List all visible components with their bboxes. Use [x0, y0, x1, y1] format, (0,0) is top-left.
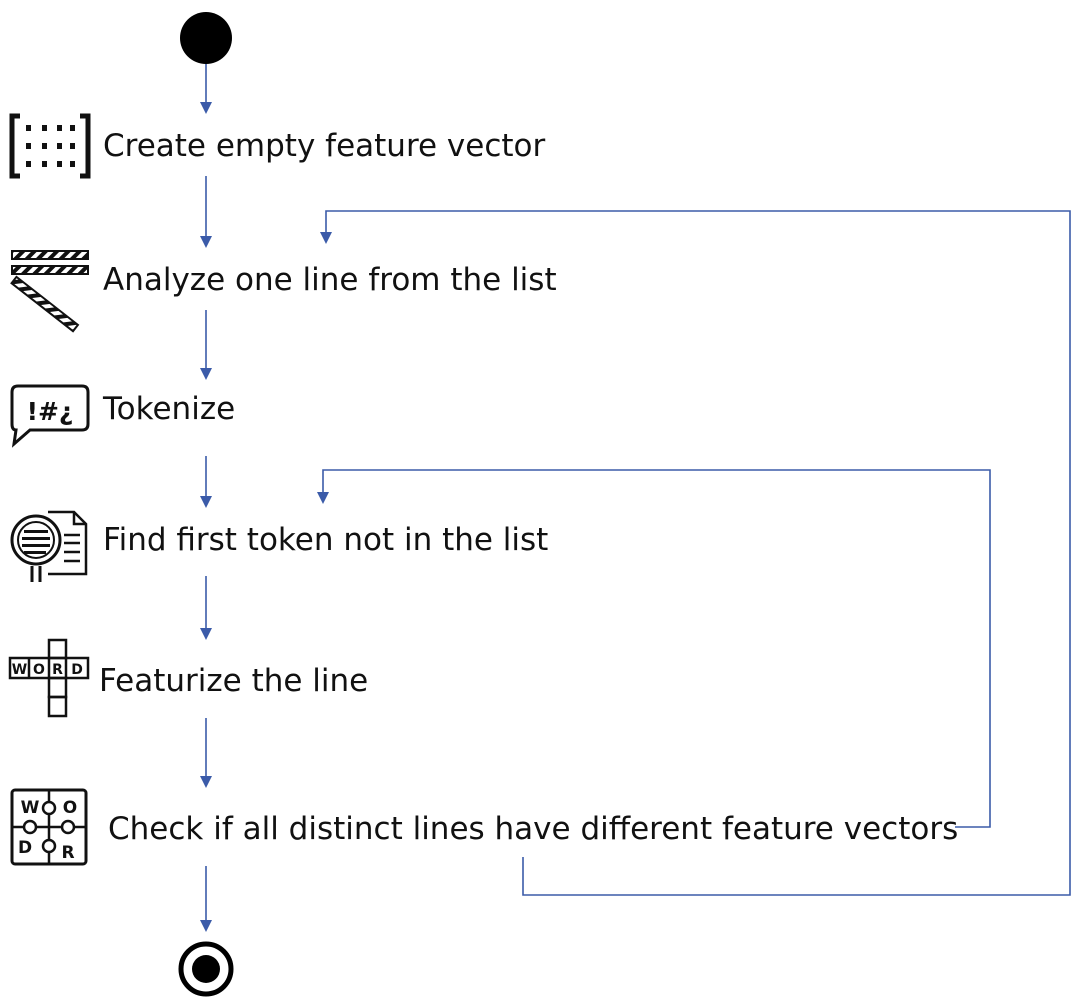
loop-back-to-analyze-line: [320, 210, 1071, 896]
step-label-tokenize: Tokenize: [102, 391, 235, 427]
connector-step3-to-step4: [200, 456, 212, 508]
initial-node: [180, 12, 232, 64]
step-label-analyze-line: Analyze one line from the list: [103, 262, 557, 298]
symbol-speech-bubble-icon: !#¿: [10, 384, 90, 448]
tokenize-symbols: !#¿: [27, 397, 74, 426]
puzzle-letter-o: O: [63, 798, 77, 818]
word-crossword-icon: W O R D: [8, 638, 90, 718]
puzzle-letter-d: D: [18, 838, 32, 858]
connector-step5-to-step6: [200, 718, 212, 788]
connector-step6-to-end: [200, 866, 212, 932]
crossword-letter-o: O: [33, 662, 45, 678]
crossword-letter-d: D: [71, 662, 83, 678]
step-label-check-distinct: Check if all distinct lines have differe…: [108, 811, 958, 847]
crossword-letter-r: R: [52, 662, 63, 678]
vector-brackets-icon: [9, 113, 91, 179]
step-label-create-vector: Create empty feature vector: [103, 128, 546, 164]
connector-step1-to-step2: [200, 176, 212, 248]
connector-start-to-step1: [200, 64, 212, 114]
striped-bars-icon: [10, 250, 89, 333]
magnifier-document-icon: [10, 510, 88, 582]
connector-step2-to-step3: [200, 310, 212, 380]
final-node: [178, 941, 234, 997]
step-label-featurize: Featurize the line: [99, 663, 368, 699]
puzzle-letter-w: W: [21, 798, 40, 818]
connector-step4-to-step5: [200, 576, 212, 640]
crossword-letter-w: W: [12, 662, 27, 678]
loop-back-to-find-token: [317, 469, 991, 828]
puzzle-letter-r: R: [61, 843, 74, 863]
word-puzzle-icon: W O D R: [10, 788, 88, 866]
step-label-find-token: Find first token not in the list: [103, 522, 548, 558]
